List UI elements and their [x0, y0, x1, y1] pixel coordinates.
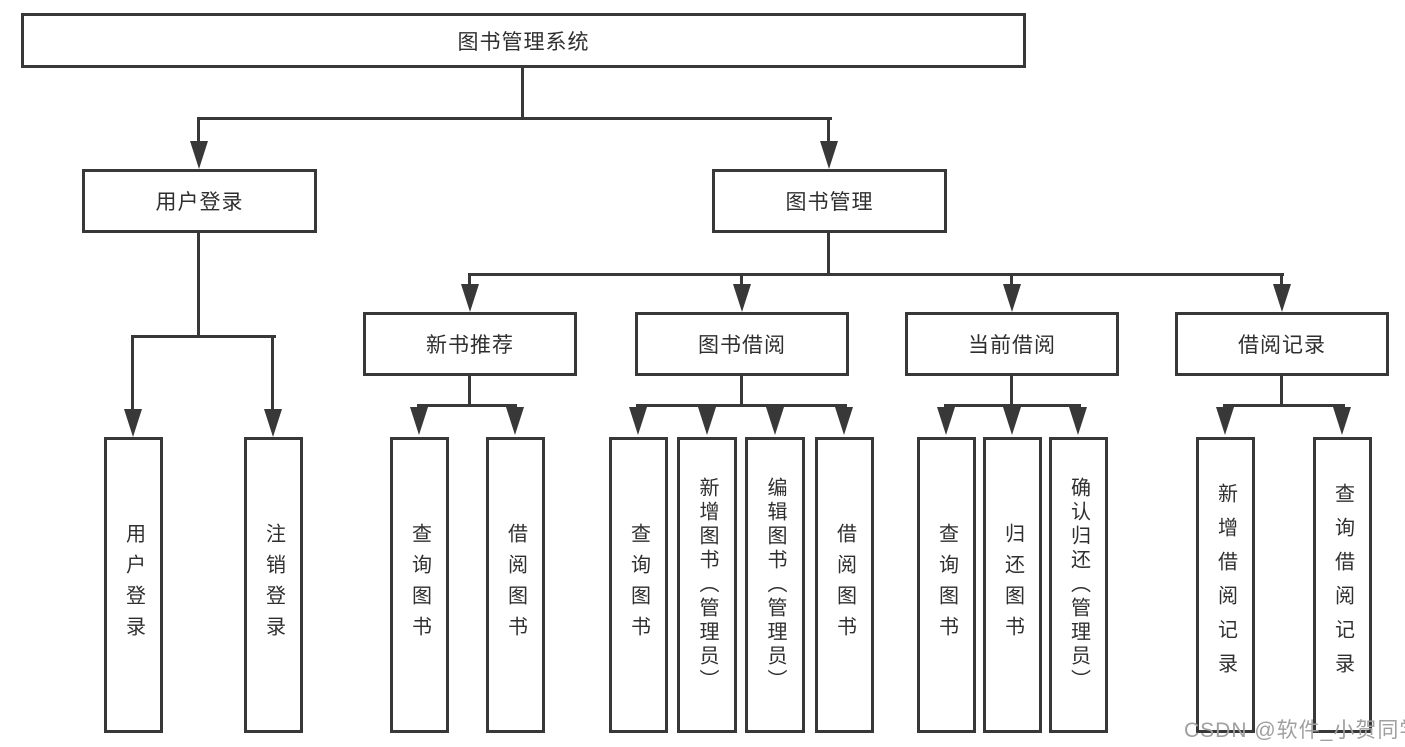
leaf-query-borrow-record: 查询借阅记录 [1313, 437, 1372, 733]
arrow-down-icon [629, 407, 647, 435]
connector-line [827, 233, 830, 276]
leaf-query-books-recommend: 查询图书 [390, 437, 449, 733]
arrow-down-icon [1273, 284, 1291, 312]
arrow-down-icon [733, 284, 751, 312]
connector-line [1010, 376, 1013, 407]
connector-line [1280, 376, 1283, 407]
arrow-down-icon [1333, 407, 1351, 435]
arrow-down-icon [506, 407, 524, 435]
node-book-borrowing: 图书借阅 [635, 312, 849, 376]
arrow-down-icon [835, 407, 853, 435]
arrow-down-icon [1216, 407, 1234, 435]
leaf-edit-books-admin: 编辑图书（管理员） [745, 437, 805, 733]
connector-line [468, 273, 1284, 276]
leaf-return-books: 归还图书 [983, 437, 1042, 733]
leaf-borrow-books-borrowing: 借阅图书 [815, 437, 874, 733]
connector-line [197, 117, 200, 144]
leaf-query-books-current: 查询图书 [917, 437, 976, 733]
node-label: 查询图书 [935, 523, 958, 647]
node-label: 新书推荐 [426, 334, 514, 357]
connector-line [197, 117, 832, 120]
node-root-library-system: 图书管理系统 [21, 13, 1026, 68]
node-label: 当前借阅 [968, 334, 1056, 357]
connector-line [1280, 273, 1283, 287]
node-current-borrowing: 当前借阅 [905, 312, 1119, 376]
node-label: 编辑图书（管理员） [764, 477, 786, 693]
connector-line [740, 273, 743, 287]
arrow-down-icon [937, 407, 955, 435]
connector-line [636, 404, 847, 407]
arrow-down-icon [1003, 407, 1021, 435]
leaf-add-borrow-record: 新增借阅记录 [1196, 437, 1255, 733]
node-label: 借阅图书 [504, 523, 527, 647]
leaf-borrow-books-recommend: 借阅图书 [486, 437, 545, 733]
leaf-user-login: 用户登录 [104, 437, 163, 733]
connector-line [740, 376, 743, 407]
node-label: 查询图书 [627, 523, 650, 647]
node-borrow-records: 借阅记录 [1175, 312, 1389, 376]
leaf-query-books-borrowing: 查询图书 [609, 437, 668, 733]
node-book-management: 图书管理 [712, 169, 947, 233]
node-label: 归还图书 [1001, 523, 1024, 647]
arrow-down-icon [820, 141, 838, 169]
arrow-down-icon [461, 284, 479, 312]
node-new-book-recommend: 新书推荐 [363, 312, 577, 376]
leaf-add-books-admin: 新增图书（管理员） [677, 437, 737, 733]
connector-line [131, 335, 276, 338]
node-label: 新增借阅记录 [1214, 483, 1237, 687]
leaf-logout: 注销登录 [244, 437, 303, 733]
connector-line [468, 376, 471, 407]
connector-line [197, 233, 200, 338]
connector-line [131, 335, 134, 412]
leaf-confirm-return-admin: 确认归还（管理员） [1049, 437, 1108, 733]
node-user-login: 用户登录 [82, 169, 317, 233]
node-label: 图书管理 [785, 191, 874, 214]
arrow-down-icon [190, 141, 208, 169]
node-label: 注销登录 [262, 523, 285, 647]
connector-line [417, 404, 517, 407]
node-label: 查询图书 [408, 523, 431, 647]
connector-line [827, 117, 830, 144]
node-label: 新增图书（管理员） [696, 477, 718, 693]
node-label: 图书管理系统 [457, 30, 590, 54]
connector-line [1223, 404, 1345, 407]
node-label: 借阅记录 [1238, 334, 1326, 357]
arrow-down-icon [766, 407, 784, 435]
node-label: 确认归还（管理员） [1067, 477, 1090, 693]
arrow-down-icon [1003, 284, 1021, 312]
node-label: 用户登录 [122, 523, 145, 647]
node-label: 查询借阅记录 [1331, 483, 1354, 687]
csdn-watermark: CSDN @软件_小贺同学 [1184, 719, 1405, 742]
node-label: 用户登录 [155, 191, 244, 214]
arrow-down-icon [124, 409, 142, 437]
connector-line [271, 335, 274, 412]
node-label: 图书借阅 [698, 334, 786, 357]
connector-line [1010, 273, 1013, 287]
arrow-down-icon [264, 409, 282, 437]
arrow-down-icon [410, 407, 428, 435]
connector-line [944, 404, 1081, 407]
arrow-down-icon [698, 407, 716, 435]
node-label: 借阅图书 [833, 523, 856, 647]
connector-line [468, 273, 471, 287]
connector-line [521, 68, 524, 119]
arrow-down-icon [1069, 407, 1087, 435]
